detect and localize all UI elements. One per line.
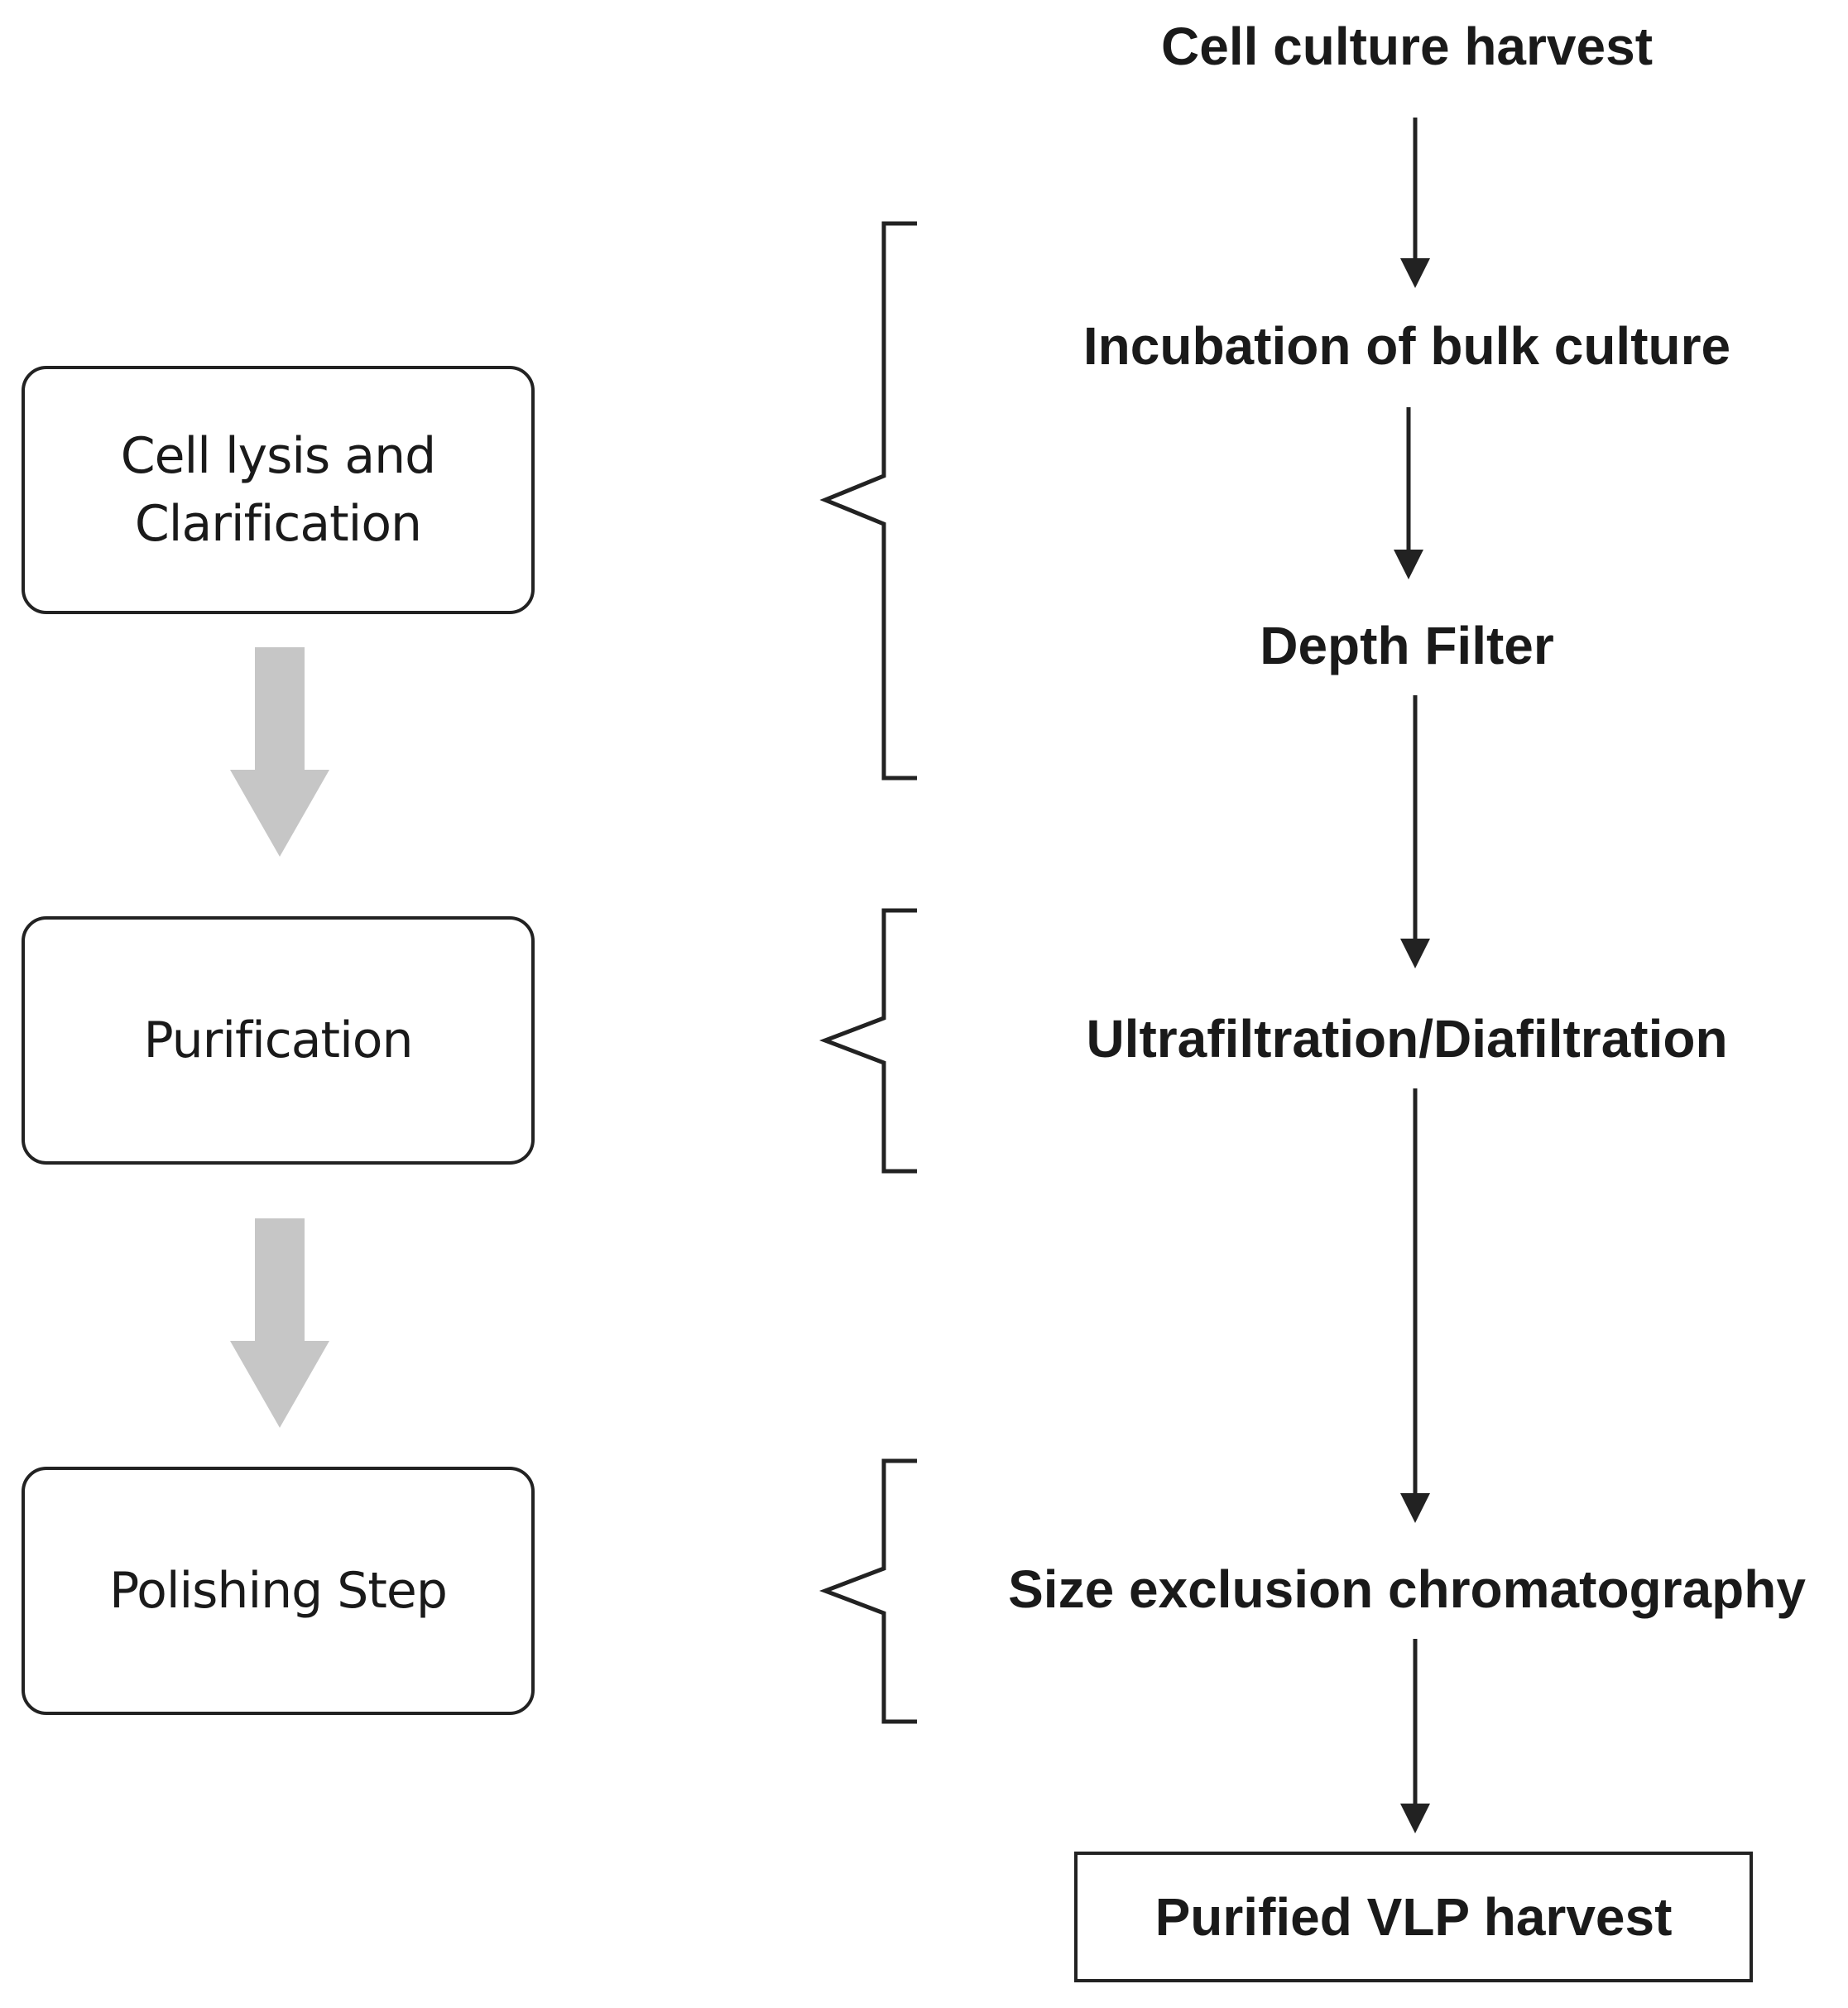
flow-arrow-3 xyxy=(1400,695,1430,968)
stage-box-clarification: Cell lysis and Clarification xyxy=(22,366,535,614)
flow-arrow-1 xyxy=(1400,118,1430,288)
final-label: Purified VLP harvest xyxy=(1154,1887,1673,1947)
step-size-exclusion-chromatography: Size exclusion chromatography xyxy=(1008,1559,1806,1619)
stage-label-purification: Purification xyxy=(143,1011,414,1069)
stage-arrow-1 xyxy=(230,647,329,857)
stage-arrow-2 xyxy=(230,1218,329,1428)
stage-label-polishing: Polishing Step xyxy=(109,1562,448,1620)
final-box-purified-vlp: Purified VLP harvest xyxy=(1074,1852,1753,1982)
stage-box-polishing: Polishing Step xyxy=(22,1467,535,1715)
bracket-purification xyxy=(818,908,917,1174)
step-depth-filter: Depth Filter xyxy=(1260,616,1554,675)
step-incubation-bulk-culture: Incubation of bulk culture xyxy=(1082,316,1731,376)
bracket-polishing xyxy=(818,1458,917,1724)
step-ultrafiltration-diafiltration: Ultrafiltration/Diafiltration xyxy=(1086,1009,1728,1069)
flow-arrow-5 xyxy=(1400,1639,1430,1833)
step-cell-culture-harvest: Cell culture harvest xyxy=(1161,17,1653,76)
flow-arrow-2 xyxy=(1394,407,1423,579)
stage-box-purification: Purification xyxy=(22,916,535,1165)
stage-label-clarification: Cell lysis and Clarification xyxy=(120,427,437,553)
bracket-clarification xyxy=(819,221,917,781)
flow-arrow-4 xyxy=(1400,1088,1430,1523)
